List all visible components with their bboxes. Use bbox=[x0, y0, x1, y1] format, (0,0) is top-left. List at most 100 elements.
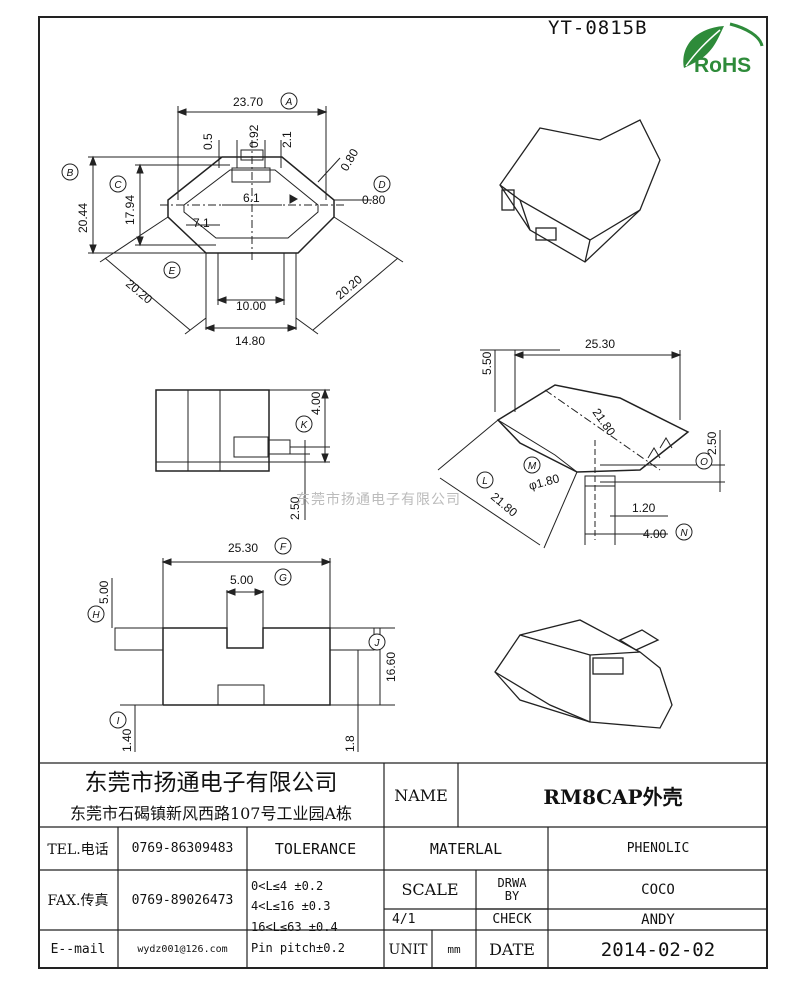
tolerance-line-1: 0<L≤4 ±0.2 bbox=[251, 879, 324, 893]
dim-14-80: 14.80 bbox=[235, 334, 265, 348]
dim-0-92: 0.92 bbox=[247, 124, 261, 148]
tag-circle-b bbox=[61, 163, 79, 181]
email-value: wydz001@126.com bbox=[137, 944, 228, 955]
unit-value: mm bbox=[447, 943, 461, 956]
dim-l: 21.80 bbox=[488, 490, 520, 520]
tolerance-line-2: 4<L≤16 ±0.3 bbox=[251, 899, 331, 913]
tag-circle-i bbox=[109, 711, 127, 729]
tag-circle-e bbox=[163, 261, 181, 279]
dim-2-1: 2.1 bbox=[280, 131, 294, 148]
dim-c: 17.94 bbox=[123, 195, 137, 225]
fax-value: 0769-89026473 bbox=[131, 892, 234, 908]
tag-c: C bbox=[114, 180, 122, 191]
tag-a: A bbox=[285, 97, 293, 108]
tag-circle-o bbox=[695, 452, 713, 470]
tag-circle-n bbox=[675, 523, 693, 541]
dim-h: 5.00 bbox=[97, 580, 111, 604]
tag-d: D bbox=[378, 180, 385, 191]
dim-e2: 20.20 bbox=[333, 272, 365, 302]
scale-label: SCALE bbox=[401, 880, 459, 899]
rohs-label: RoHS bbox=[694, 54, 752, 77]
dim-g: 5.00 bbox=[230, 573, 254, 587]
date-value: 2014-02-02 bbox=[600, 938, 716, 961]
watermark: 东莞市扬通电子有限公司 bbox=[296, 492, 461, 508]
unit-label: UNIT bbox=[388, 941, 428, 958]
dim-6-1: 6.1 bbox=[243, 191, 260, 205]
dim-i: 1.40 bbox=[120, 728, 134, 752]
dim-b: 20.44 bbox=[76, 203, 90, 233]
drawn-by-label: DRWA BY bbox=[497, 875, 527, 903]
tag-g: G bbox=[279, 573, 287, 584]
dim-o: 2.50 bbox=[705, 431, 719, 455]
tag-circle-f bbox=[274, 537, 292, 555]
dim-k: 4.00 bbox=[309, 391, 323, 415]
tag-circle-h bbox=[87, 605, 105, 623]
tolerance-label: TOLERANCE bbox=[274, 839, 357, 858]
check-value: ANDY bbox=[641, 911, 675, 928]
tag-n: N bbox=[680, 528, 688, 539]
tag-e: E bbox=[169, 266, 176, 277]
tag-m: M bbox=[528, 461, 537, 472]
tag-i: I bbox=[117, 716, 120, 727]
tag-j: J bbox=[374, 638, 381, 649]
dim-1-8: 1.8 bbox=[343, 735, 357, 752]
material-label: MATERLAL bbox=[429, 839, 503, 858]
drawn-by-value: COCO bbox=[641, 881, 675, 898]
title-block-grid bbox=[38, 762, 768, 969]
tag-circle-k bbox=[295, 415, 313, 433]
tag-circle-a bbox=[280, 92, 298, 110]
dim-0-80-a: 0.80 bbox=[337, 146, 361, 174]
tag-circle-l bbox=[476, 471, 494, 489]
dim-1-20: 1.20 bbox=[632, 501, 656, 515]
tolerance-line-3: 16<L≤63 ±0.4 bbox=[251, 920, 338, 934]
dim-e: 20.20 bbox=[123, 277, 155, 307]
tag-circle-d bbox=[373, 175, 391, 193]
dim-d: 0.80 bbox=[362, 193, 386, 207]
email-label: E--mail bbox=[50, 942, 106, 957]
dim-m: φ1.80 bbox=[527, 471, 561, 493]
top-view bbox=[88, 106, 404, 335]
dim-5-50: 5.50 bbox=[480, 351, 494, 375]
isometric-view-bottom bbox=[494, 619, 673, 729]
dim-0-5: 0.5 bbox=[201, 133, 215, 150]
dim-21-80-a: 21.80 bbox=[590, 406, 619, 439]
scale-value: 4/1 bbox=[392, 912, 416, 927]
dim-a: 23.70 bbox=[233, 95, 263, 109]
company-name: 东莞市扬通电子有限公司 bbox=[84, 770, 338, 796]
tag-circle-m bbox=[523, 456, 541, 474]
check-label: CHECK bbox=[492, 912, 532, 927]
front-view bbox=[111, 558, 395, 752]
material-value: PHENOLIC bbox=[626, 841, 690, 856]
dim-f: 25.30 bbox=[228, 541, 258, 555]
tag-o: O bbox=[700, 457, 708, 468]
title-block: 东莞市扬通电子有限公司 东莞市石碣镇新风西路107号工业园A栋 NAME RM8… bbox=[38, 763, 768, 969]
tag-circle-c bbox=[109, 175, 127, 193]
dim-25-30-bottom: 25.30 bbox=[585, 337, 615, 351]
tag-b: B bbox=[67, 168, 74, 179]
tag-l: L bbox=[482, 476, 488, 487]
dim-10-00: 10.00 bbox=[236, 299, 266, 313]
isometric-view-top bbox=[499, 119, 661, 263]
rohs-leaf-icon bbox=[683, 22, 764, 68]
tel-value: 0769-86309483 bbox=[131, 841, 234, 856]
name-label: NAME bbox=[394, 785, 448, 805]
drawing-frame bbox=[38, 16, 768, 969]
dim-n: 4.00 bbox=[643, 527, 667, 541]
bottom-view bbox=[437, 349, 725, 549]
tolerance-line-4: Pin pitch±0.2 bbox=[251, 941, 345, 955]
part-name: RM8CAP外壳 bbox=[543, 784, 683, 809]
part-number: YT-0815B bbox=[548, 17, 648, 39]
tag-h: H bbox=[92, 610, 100, 621]
dim-2-50-side: 2.50 bbox=[288, 496, 302, 520]
tel-label: TEL.电话 bbox=[47, 841, 109, 858]
tag-circle-g bbox=[274, 568, 292, 586]
tag-circle-j bbox=[368, 633, 386, 651]
fax-label: FAX.传真 bbox=[47, 893, 109, 909]
tag-f: F bbox=[280, 542, 287, 553]
tag-k: K bbox=[301, 420, 309, 431]
company-address: 东莞市石碣镇新风西路107号工业园A栋 bbox=[69, 804, 353, 823]
date-label: DATE bbox=[489, 940, 535, 959]
dim-7-1: 7.1 bbox=[193, 216, 210, 230]
dim-j: 16.60 bbox=[384, 652, 398, 682]
